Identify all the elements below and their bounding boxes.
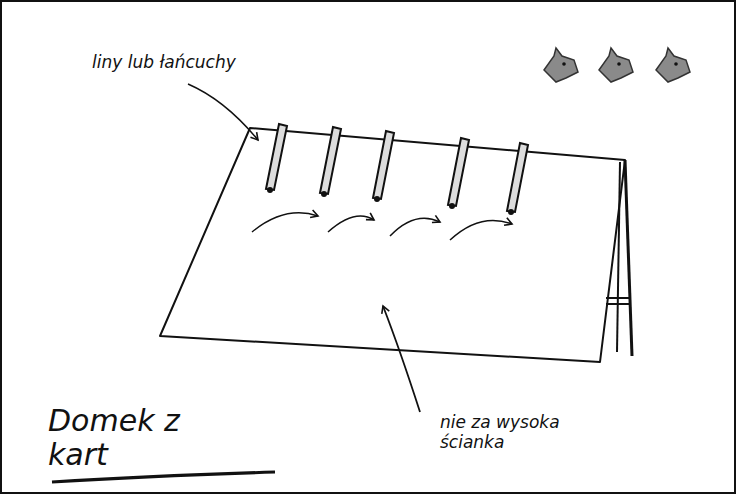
- underline: [52, 472, 275, 482]
- ropes: [266, 124, 528, 212]
- crossbar: [606, 298, 630, 304]
- back-leg: [617, 162, 620, 352]
- note-label: nie za wysoka ścianka: [440, 412, 590, 452]
- curve-arrows: [252, 213, 512, 240]
- tarp: [160, 128, 625, 362]
- note-label: liny lub łańcuchy: [92, 52, 292, 72]
- leader-line: [188, 84, 258, 140]
- wolf-icons: [544, 48, 690, 82]
- rope-ends: [267, 187, 514, 215]
- title-text: Domek z kart: [48, 404, 188, 472]
- leader-line: [383, 306, 420, 412]
- back-leg: [625, 160, 632, 356]
